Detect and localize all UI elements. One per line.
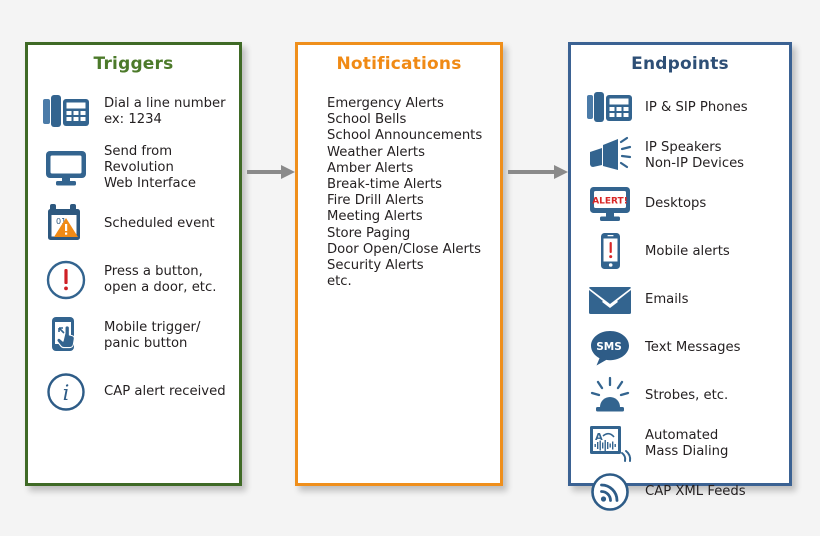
trigger-item-label: Send from Revolution Web Interface: [104, 144, 196, 191]
calendar-day-badge: 01: [56, 217, 66, 226]
notification-item: Meeting Alerts: [327, 209, 423, 225]
notification-item: School Announcements: [327, 128, 483, 144]
desktop-alert-icon: ALERT!: [579, 184, 641, 224]
endpoint-item-label: Emails: [645, 292, 689, 307]
mobile-alert-icon: [579, 231, 641, 273]
notifications-item-list: Emergency Alerts School Bells School Ann…: [327, 96, 500, 290]
endpoints-item-list: IP & SIP Phones IP Speake: [571, 84, 789, 516]
calendar-alert-icon: 01: [34, 202, 98, 246]
rss-feed-icon: [579, 470, 641, 514]
notification-item: Emergency Alerts: [327, 96, 444, 111]
endpoint-item-label: Desktops: [645, 196, 707, 211]
endpoint-item-text-messages: SMS Text Messages: [571, 324, 789, 372]
sms-badge: SMS: [596, 341, 622, 353]
panel-endpoints-title: Endpoints: [631, 54, 729, 74]
endpoint-item-strobes: Strobes, etc.: [571, 372, 789, 420]
trigger-item-mobile-trigger: Mobile trigger/ panic button: [28, 308, 239, 364]
notification-item: Store Paging: [327, 225, 411, 241]
sms-bubble-icon: SMS: [579, 328, 641, 368]
trigger-item-label: Mobile trigger/ panic button: [104, 320, 201, 351]
trigger-item-press-button: Press a button, open a door, etc.: [28, 252, 239, 308]
trigger-item-label: CAP alert received: [104, 384, 226, 399]
notification-item: Fire Drill Alerts: [327, 193, 424, 209]
endpoint-item-mass-dialing: A: [571, 420, 789, 468]
panel-notifications-title: Notifications: [336, 54, 462, 74]
panel-endpoints: Endpoints: [568, 42, 792, 511]
trigger-item-dial-line-number: Dial a line number ex: 1234: [28, 84, 239, 140]
info-circle-icon: i: [34, 370, 98, 414]
notification-item: etc.: [327, 274, 352, 290]
megaphone-icon: [579, 136, 641, 176]
trigger-item-label: Scheduled event: [104, 216, 215, 231]
desk-phone-icon: [579, 90, 641, 126]
endpoint-item-emails: Emails: [571, 276, 789, 324]
arrow-notifications-to-endpoints: [508, 162, 568, 182]
desktop-alert-badge: ALERT!: [592, 197, 628, 207]
tts-letter-badge: A: [595, 432, 603, 443]
mass-dialing-icon: A: [579, 423, 641, 465]
endpoint-item-ip-sip-phones: IP & SIP Phones: [571, 84, 789, 132]
desktop-monitor-icon: [34, 148, 98, 188]
endpoint-item-label: CAP XML Feeds: [645, 484, 746, 499]
notification-item: Weather Alerts: [327, 144, 425, 160]
trigger-item-label: Press a button, open a door, etc.: [104, 264, 217, 295]
endpoint-item-label: Mobile alerts: [645, 244, 730, 259]
endpoint-item-ip-speakers: IP Speakers Non-IP Devices: [571, 132, 789, 180]
panel-notifications: Notifications Emergency Alerts School Be…: [295, 42, 503, 486]
endpoint-item-label: IP & SIP Phones: [645, 100, 748, 115]
trigger-item-cap-alert: i CAP alert received: [28, 364, 239, 420]
envelope-icon: [579, 283, 641, 317]
notification-item: Security Alerts: [327, 258, 424, 274]
trigger-item-scheduled-event: 01 Scheduled event: [28, 196, 239, 252]
mobile-tap-icon: [34, 315, 98, 357]
panel-triggers-title: Triggers: [93, 54, 174, 74]
endpoint-item-label: IP Speakers Non-IP Devices: [645, 140, 745, 171]
panel-triggers: Triggers: [25, 42, 242, 486]
svg-text:i: i: [63, 381, 70, 405]
endpoint-item-label: Automated Mass Dialing: [645, 428, 729, 459]
exclamation-circle-icon: [34, 258, 98, 302]
arrow-triggers-to-notifications: [247, 162, 295, 182]
endpoint-item-mobile-alerts: Mobile alerts: [571, 228, 789, 276]
endpoint-item-desktops: ALERT! Desktops: [571, 180, 789, 228]
endpoint-item-cap-xml-feeds: CAP XML Feeds: [571, 468, 789, 516]
trigger-item-web-interface: Send from Revolution Web Interface: [28, 140, 239, 196]
notification-item: School Bells: [327, 112, 407, 128]
notification-item: Break-time Alerts: [327, 177, 443, 193]
strobe-light-icon: [579, 376, 641, 416]
endpoint-item-label: Strobes, etc.: [645, 388, 729, 403]
trigger-item-label: Dial a line number ex: 1234: [104, 96, 226, 127]
notification-item: Amber Alerts: [327, 160, 414, 176]
triggers-item-list: Dial a line number ex: 1234 Send from Re…: [28, 84, 239, 420]
notification-item: Door Open/Close Alerts: [327, 241, 481, 257]
desk-phone-icon: [34, 93, 98, 131]
endpoint-item-label: Text Messages: [645, 340, 741, 355]
